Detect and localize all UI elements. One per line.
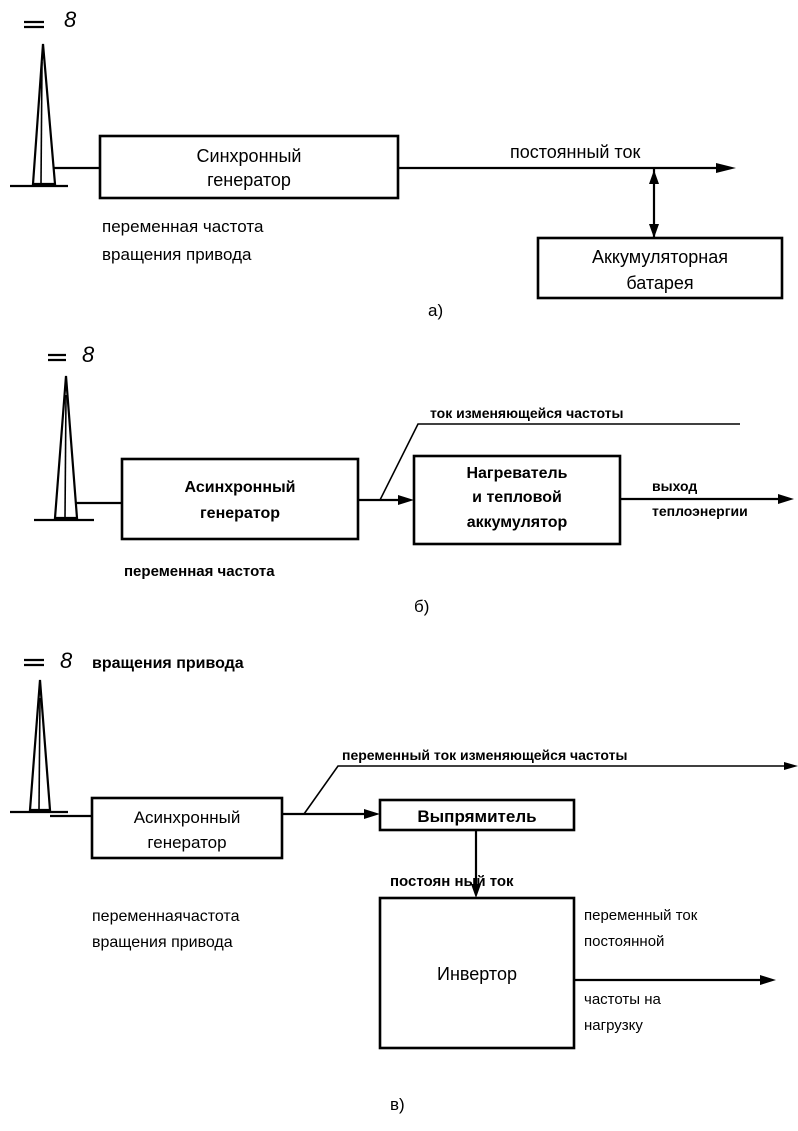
caption-b: б) (414, 597, 429, 616)
arrowhead-icon (716, 163, 736, 173)
drive-note-line-1: переменнаячастота (92, 908, 240, 925)
inverter-box (378, 896, 576, 1050)
variable-ac-branch-line (303, 765, 786, 815)
async-generator-label-1: Асинхронный (184, 479, 295, 496)
heater-label-1: Нагреватель (466, 465, 567, 482)
sync-generator-label-2: генератор (207, 170, 291, 190)
caption-a: а) (428, 301, 443, 320)
dc-output-label: постоянный ток (510, 142, 640, 162)
rectifier-label: Выпрямитель (417, 807, 536, 826)
drive-note-line-2: вращения привода (92, 934, 233, 951)
wind-turbine-icon: 8 (10, 648, 92, 818)
async-generator-label-2: генератор (200, 505, 280, 522)
heater-label-2: и тепловой (472, 489, 562, 506)
drive-note-line-1: переменная частота (102, 217, 264, 236)
inverter-label: Инвертор (437, 964, 517, 984)
drive-note: переменная частота (124, 563, 275, 580)
async-generator-box (120, 457, 360, 541)
async-generator-box (90, 796, 284, 860)
sync-generator-label-1: Синхронный (197, 146, 302, 166)
diagram-a: 8 Синхронный генератор постоянный ток Ак… (10, 7, 784, 320)
async-generator-label-1: Асинхронный (134, 808, 241, 827)
battery-box (536, 236, 784, 300)
diagram-c: 8 вращения привода Асинхронный генератор… (10, 648, 798, 1114)
wind-turbine-icon: 8 (34, 342, 122, 522)
heat-output-label-2: теплоэнергии (652, 503, 748, 519)
svg-text:8: 8 (64, 7, 77, 32)
drive-note-line-2: вращения привода (102, 245, 252, 264)
variable-ac-branch-label: переменный ток изменяющейся частоты (342, 747, 627, 763)
svg-text:8: 8 (82, 342, 95, 367)
variable-freq-branch-line (379, 423, 740, 501)
heater-label-3: аккумулятор (467, 514, 568, 531)
caption-c: в) (390, 1095, 405, 1114)
battery-label-1: Аккумуляторная (592, 247, 728, 267)
heat-output-label-1: выход (652, 478, 697, 494)
diagram-b: 8 Асинхронный генератор ток изменяющейся… (34, 342, 794, 616)
ac-output-label-4: нагрузку (584, 1017, 643, 1034)
battery-label-2: батарея (626, 273, 693, 293)
top-drive-note: вращения привода (92, 655, 244, 672)
ac-output-label-2: постоянной (584, 933, 664, 950)
heater-box (412, 454, 622, 546)
async-generator-label-2: генератор (147, 833, 226, 852)
ac-output-label-1: переменный ток (584, 907, 698, 924)
ac-output-label-3: частоты на (584, 991, 661, 1008)
rectifier-box (378, 798, 576, 832)
variable-freq-branch-label: ток изменяющейся частоты (430, 405, 624, 421)
svg-text:8: 8 (60, 648, 73, 673)
dc-link-label: постоян ный ток (390, 873, 514, 890)
wind-turbine-icon: 8 (10, 7, 100, 188)
sync-generator-box (98, 134, 400, 200)
